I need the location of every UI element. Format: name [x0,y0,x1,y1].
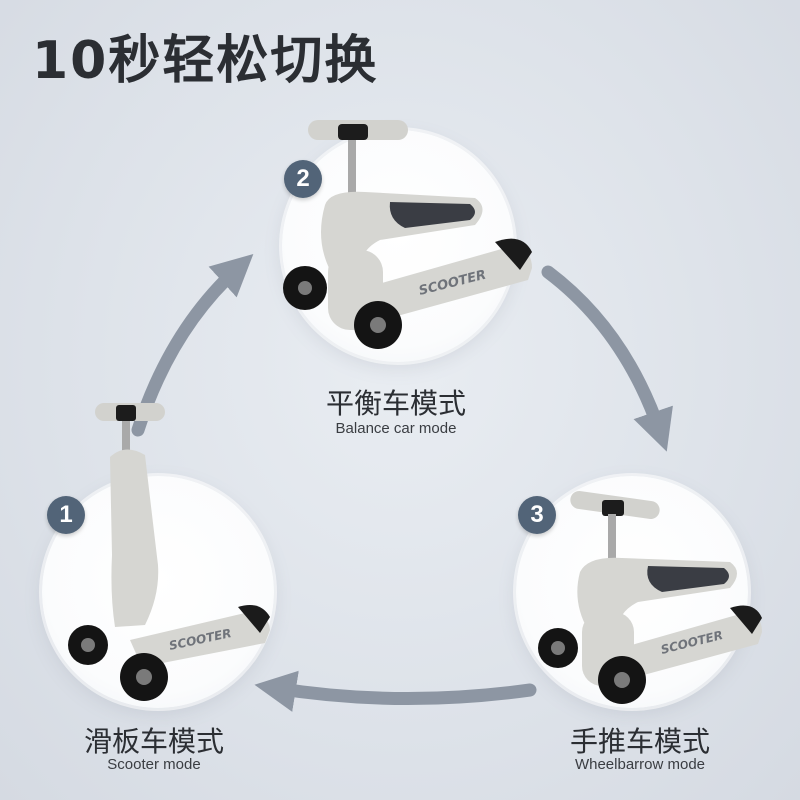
mode-subtitle: Scooter mode [107,756,201,773]
mode-subtitle: Balance car mode [335,420,457,437]
mode-title: 平衡车模式 [325,387,466,420]
cycle-arrow-icon [541,265,673,452]
mode-number-badge: 2 [284,160,322,198]
mode-title: 手推车模式 [569,725,710,758]
page-title: 10秒轻松切换 [32,31,379,91]
mode-number-badge: 1 [47,496,85,534]
cycle-arrow-icon [254,670,537,712]
mode-title: 滑板车模式 [83,725,224,758]
mode-number-badge: 3 [518,496,556,534]
mode-subtitle: Wheelbarrow mode [574,756,706,773]
